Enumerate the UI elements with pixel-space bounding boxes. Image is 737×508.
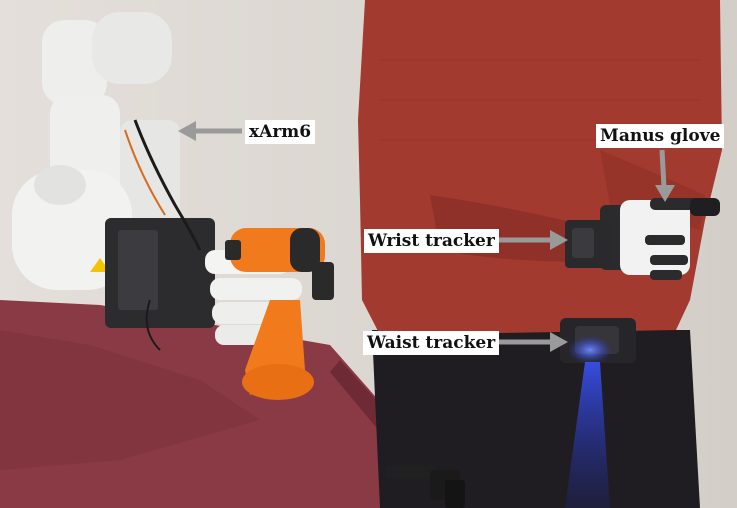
label-waist-tracker: Waist tracker xyxy=(363,331,500,355)
person-sweater xyxy=(358,0,722,335)
label-manus-glove: Manus glove xyxy=(596,124,725,148)
arrow-wrist-tracker xyxy=(496,230,568,250)
wrist-tracker-device xyxy=(565,220,610,268)
manus-glove xyxy=(600,198,720,280)
arrow-xarm6 xyxy=(178,121,242,141)
label-wrist-tracker: Wrist tracker xyxy=(364,229,499,253)
waist-tracker-device xyxy=(560,318,636,508)
table-clamp xyxy=(385,465,465,508)
label-xarm6: xArm6 xyxy=(245,120,316,144)
person-trousers xyxy=(372,330,700,508)
arrow-waist-tracker xyxy=(496,332,568,352)
annotation-arrows xyxy=(178,121,675,352)
power-drill xyxy=(225,228,334,400)
arrow-manus-glove xyxy=(655,149,675,202)
